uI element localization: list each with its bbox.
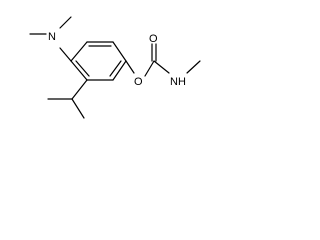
ring-bond-top-right <box>112 41 127 62</box>
dimethylamino-group: N <box>29 16 72 62</box>
bond-ring-to-nitrogen <box>59 47 72 62</box>
ring-bond-bottom-left-double-inner <box>75 60 90 77</box>
ring-bond-bottom-right <box>112 60 127 81</box>
bond-isopropyl-to-methyl-down <box>71 98 85 119</box>
ring-bond-top-left <box>70 41 88 62</box>
ring-bond-bottom-left <box>70 60 88 81</box>
carbamate-group: O O NH <box>125 33 201 88</box>
bond-nitrogen-to-methyl-right <box>59 16 72 29</box>
bond-carbonyl-carbon-to-nh <box>153 60 170 74</box>
amide-nh-label: NH <box>170 76 186 88</box>
structure-canvas: N O O NH <box>0 0 225 137</box>
dimethylamino-nitrogen-label: N <box>48 31 56 43</box>
chemical-structure-diagram: N O O NH <box>29 16 201 119</box>
bond-nh-to-methyl <box>186 60 201 74</box>
isopropyl-group <box>47 79 88 119</box>
ring-bond-bottom-right-double-inner <box>109 60 122 77</box>
bond-ring-to-ester-oxygen <box>125 60 135 74</box>
bond-ester-oxygen-to-carbonyl-carbon <box>144 60 155 77</box>
bond-ring-to-isopropyl-ch <box>71 79 88 100</box>
ester-oxygen-label: O <box>134 76 143 88</box>
benzene-ring <box>70 41 127 81</box>
carbonyl-oxygen-label: O <box>149 33 158 45</box>
